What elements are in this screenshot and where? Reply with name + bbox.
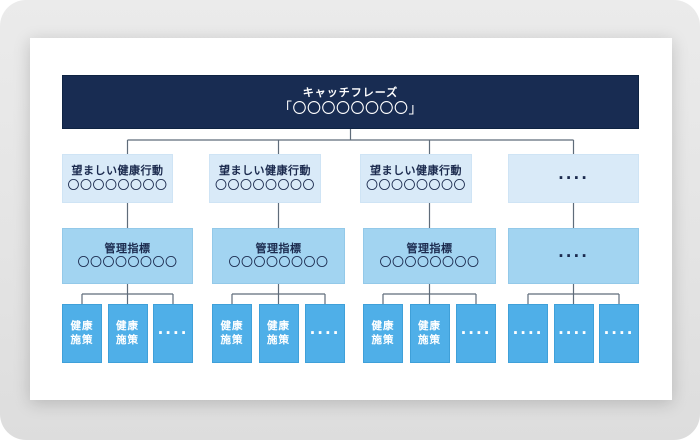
- metric-placeholder: 〇〇〇〇〇〇〇〇: [77, 255, 178, 270]
- measure-label-line1: 健康: [267, 320, 290, 333]
- behavior-title: 望ましい健康行動: [219, 164, 311, 178]
- measure-box: 健康 施策: [363, 304, 403, 363]
- metric-placeholder: 〇〇〇〇〇〇〇〇: [379, 255, 480, 270]
- measure-label-line2: 施策: [267, 333, 290, 346]
- measure-box: 健康 施策: [258, 304, 299, 363]
- measure-label-line1: 健康: [116, 320, 139, 333]
- ellipsis-text: ····: [558, 324, 589, 343]
- metric-box-2: 管理指標 〇〇〇〇〇〇〇〇: [212, 228, 345, 284]
- measure-box-ellipsis: ····: [599, 304, 639, 363]
- measure-label-line2: 施策: [418, 333, 441, 346]
- measure-label-line1: 健康: [70, 320, 94, 333]
- ellipsis-text: ····: [558, 246, 589, 265]
- measure-box: 健康 施策: [409, 304, 450, 363]
- behavior-box-ellipsis: ····: [508, 154, 639, 203]
- measure-label-line2: 施策: [220, 333, 244, 346]
- metric-title: 管理指標: [104, 241, 151, 255]
- measure-box: 健康 施策: [107, 304, 148, 363]
- behavior-placeholder: 〇〇〇〇〇〇〇〇: [67, 177, 168, 192]
- measure-label-line1: 健康: [220, 320, 244, 333]
- catchphrase-placeholder: 「〇〇〇〇〇〇〇〇」: [278, 100, 423, 117]
- metric-box-ellipsis: ····: [508, 228, 639, 284]
- measure-label-line2: 施策: [371, 333, 395, 346]
- behavior-box-1: 望ましい健康行動 〇〇〇〇〇〇〇〇: [62, 154, 173, 203]
- catchphrase-title: キャッチフレーズ: [302, 85, 399, 99]
- measure-label-line1: 健康: [371, 320, 395, 333]
- ellipsis-text: ····: [460, 324, 492, 343]
- behavior-box-3: 望ましい健康行動 〇〇〇〇〇〇〇〇: [360, 154, 472, 203]
- measure-label-line2: 施策: [116, 333, 139, 346]
- ellipsis-text: ····: [558, 169, 589, 188]
- behavior-placeholder: 〇〇〇〇〇〇〇〇: [214, 177, 315, 192]
- measure-box: 健康 施策: [212, 304, 252, 363]
- measure-box-ellipsis: ····: [508, 304, 548, 363]
- measure-box-ellipsis: ····: [553, 304, 594, 363]
- behavior-placeholder: 〇〇〇〇〇〇〇〇: [365, 177, 466, 192]
- ellipsis-text: ····: [512, 324, 544, 343]
- behavior-title: 望ましい健康行動: [370, 164, 462, 178]
- metric-title: 管理指標: [406, 241, 453, 255]
- ellipsis-text: ····: [603, 324, 635, 343]
- ellipsis-text: ····: [157, 324, 189, 343]
- ellipsis-text: ····: [309, 324, 341, 343]
- measure-box-ellipsis: ····: [153, 304, 193, 363]
- behavior-title: 望ましい健康行動: [71, 164, 164, 178]
- metric-box-1: 管理指標 〇〇〇〇〇〇〇〇: [62, 228, 193, 284]
- metric-box-3: 管理指標 〇〇〇〇〇〇〇〇: [363, 228, 496, 284]
- metric-title: 管理指標: [255, 241, 302, 255]
- catchphrase-box: キャッチフレーズ 「〇〇〇〇〇〇〇〇」: [62, 75, 639, 129]
- measure-box-ellipsis: ····: [305, 304, 345, 363]
- measure-label-line1: 健康: [418, 320, 441, 333]
- measure-box: 健康 施策: [62, 304, 102, 363]
- behavior-box-2: 望ましい健康行動 〇〇〇〇〇〇〇〇: [209, 154, 321, 203]
- measure-label-line2: 施策: [70, 333, 94, 346]
- measure-box-ellipsis: ····: [456, 304, 496, 363]
- metric-placeholder: 〇〇〇〇〇〇〇〇: [228, 255, 329, 270]
